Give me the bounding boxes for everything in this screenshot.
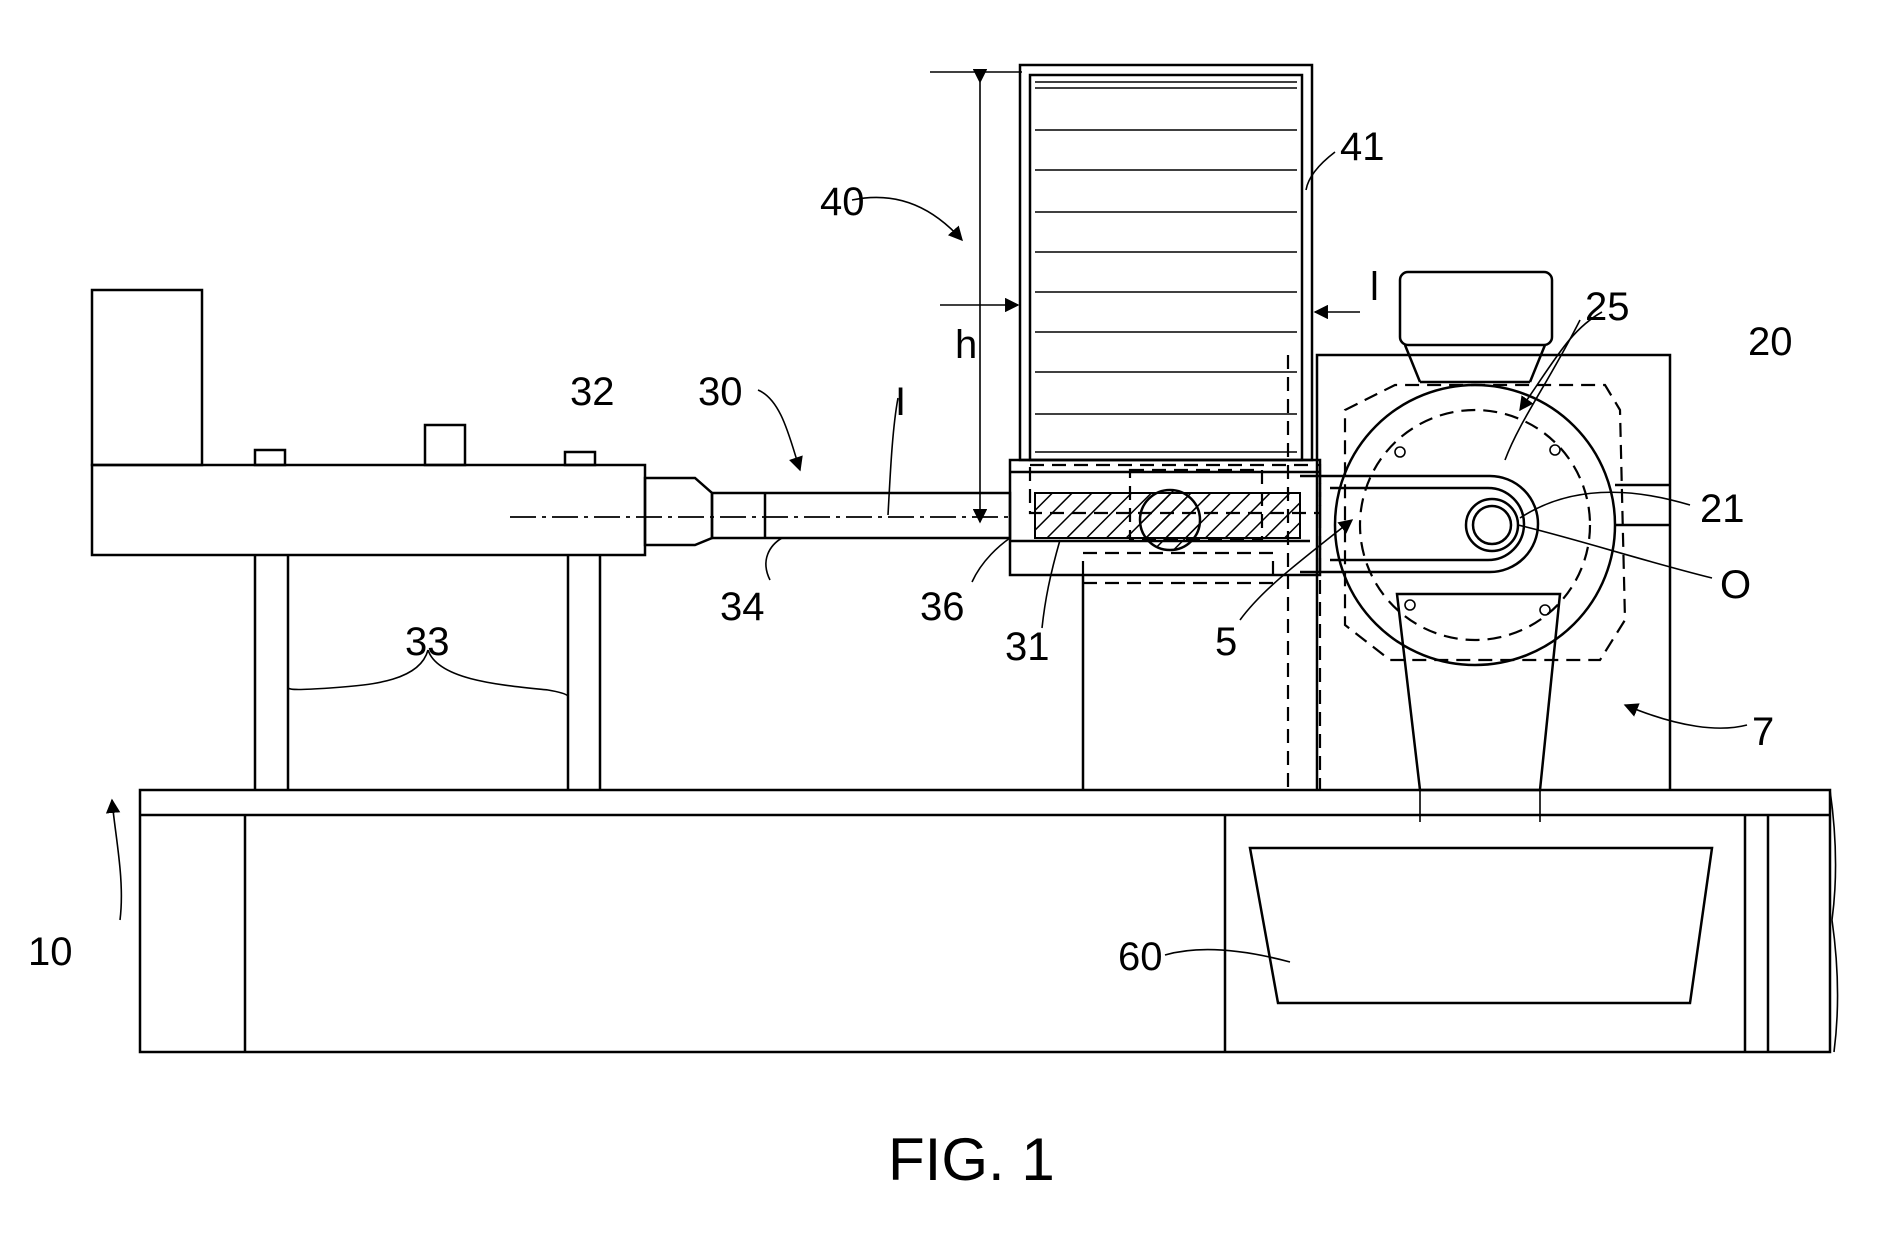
label-40: 40 — [820, 180, 865, 224]
label-25: 25 — [1585, 285, 1630, 329]
label-21: 21 — [1700, 487, 1745, 531]
label-60: 60 — [1118, 935, 1163, 979]
discharge-chute — [1397, 594, 1560, 822]
label-41: 41 — [1340, 125, 1385, 169]
support-column — [1083, 355, 1320, 790]
label-36: 36 — [920, 585, 965, 629]
label-h: h — [955, 323, 977, 367]
label-5: 5 — [1215, 620, 1237, 664]
slide-guide — [1010, 460, 1320, 583]
dimension-h — [930, 72, 1360, 522]
label-10: 10 — [28, 930, 73, 974]
label-30: 30 — [698, 370, 743, 414]
machine-frame — [140, 790, 1838, 1052]
magazine — [1020, 65, 1312, 460]
label-I: I — [895, 380, 906, 424]
label-34: 34 — [720, 585, 765, 629]
figure-caption: FIG. 1 — [888, 1126, 1055, 1193]
label-l: l — [1370, 265, 1379, 309]
drive-housing — [1317, 272, 1670, 790]
label-31: 31 — [1005, 625, 1050, 669]
collecting-container — [1250, 848, 1712, 1003]
label-20: 20 — [1748, 320, 1793, 364]
label-33: 33 — [405, 620, 450, 664]
label-O: O — [1720, 563, 1751, 607]
label-7: 7 — [1752, 710, 1774, 754]
pusher-cylinder — [92, 290, 1010, 790]
label-32: 32 — [570, 370, 615, 414]
